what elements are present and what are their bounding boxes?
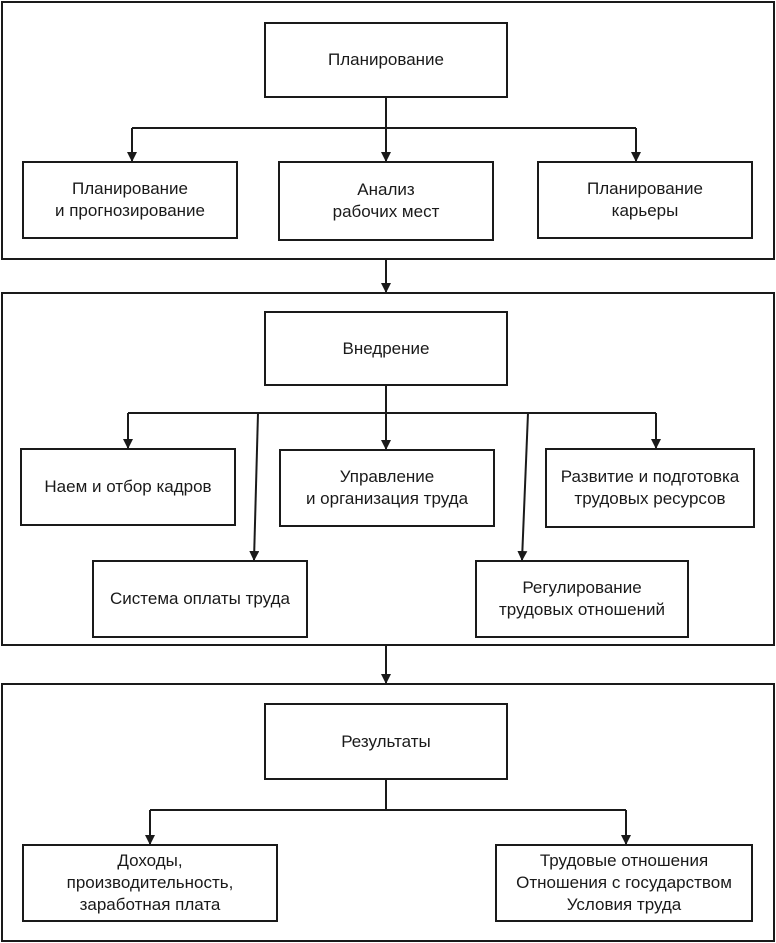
arrow-to-pay-system: [249, 412, 260, 561]
node-labor-relations-regulation: Регулирование трудовых отношений: [475, 560, 689, 638]
panel-implementation: [1, 292, 775, 646]
node-workplace-analysis: Анализ рабочих мест: [278, 161, 494, 241]
node-hiring: Наем и отбор кадров: [20, 448, 236, 526]
node-labor-relations-conditions: Трудовые отношения Отношения с государст…: [495, 844, 753, 922]
node-labor-organization: Управление и организация труда: [279, 449, 495, 527]
arrow-to-labor-relations: [517, 412, 529, 561]
node-planning-forecasting: Планирование и прогнозирование: [22, 161, 238, 239]
panel-planning: [1, 1, 775, 260]
node-income-productivity: Доходы, производительность, заработная п…: [22, 844, 278, 922]
node-planning: Планирование: [264, 22, 508, 98]
node-pay-system: Система оплаты труда: [92, 560, 308, 638]
node-implementation: Внедрение: [264, 311, 508, 386]
panel-results: [1, 683, 775, 942]
node-resource-development: Развитие и подготовка трудовых ресурсов: [545, 448, 755, 528]
node-results: Результаты: [264, 703, 508, 780]
node-career-planning: Планирование карьеры: [537, 161, 753, 239]
